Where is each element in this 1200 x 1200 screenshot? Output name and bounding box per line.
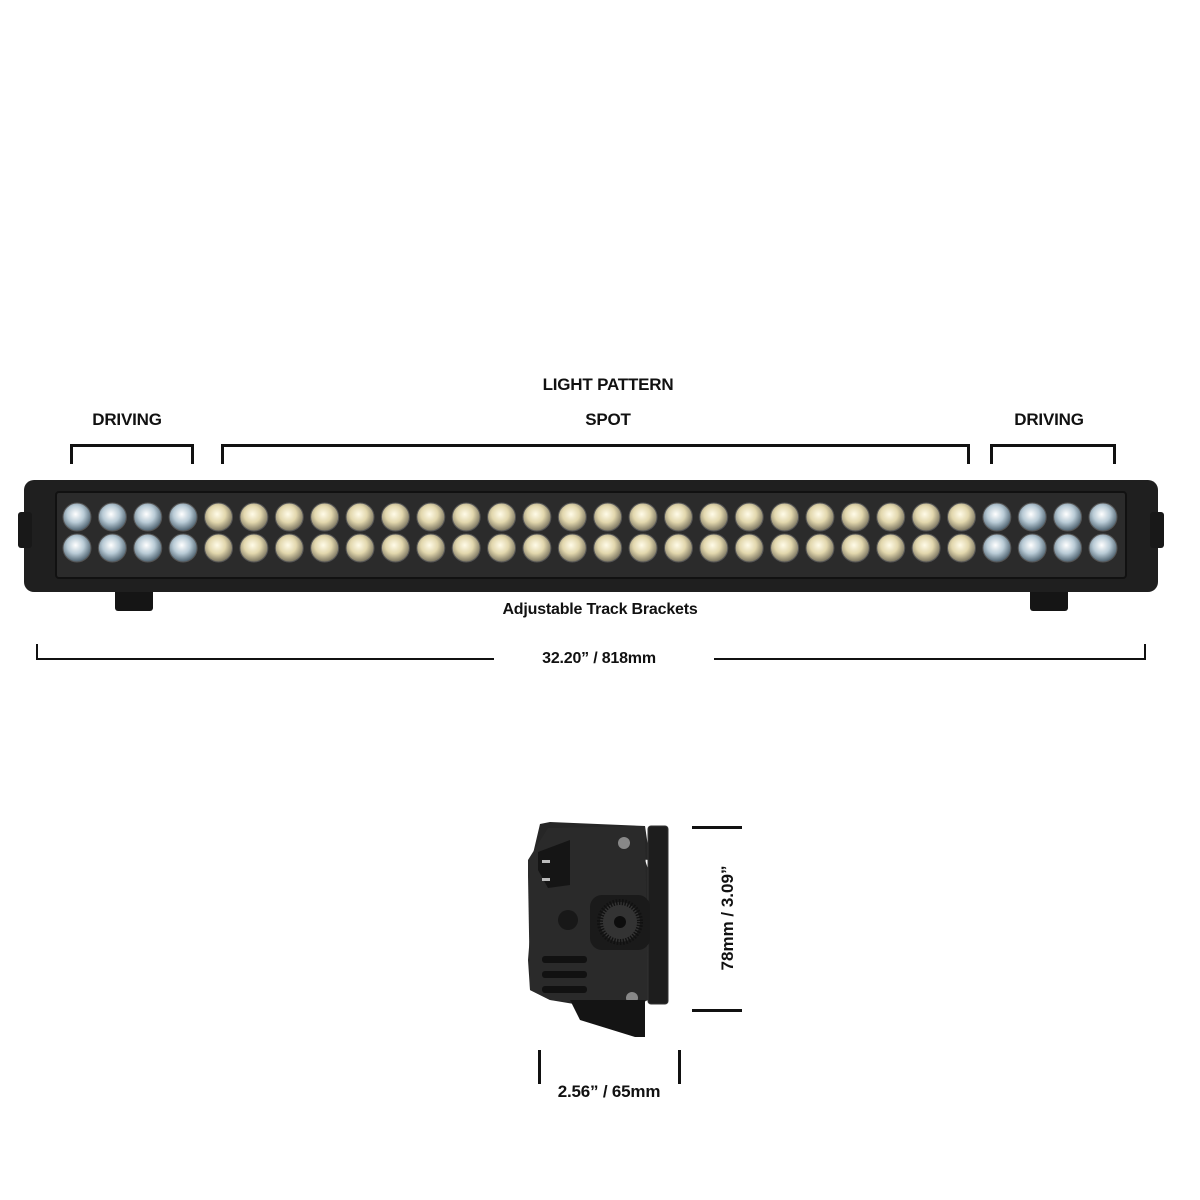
spot-led-lens [557, 533, 587, 563]
spot-led-lens [946, 502, 976, 532]
spot-led-lens [770, 533, 800, 563]
spot-led-lens [310, 533, 340, 563]
spot-led-lens [593, 502, 623, 532]
spot-led-lens [451, 502, 481, 532]
driving-led-lens [62, 502, 92, 532]
spot-led-lens [522, 533, 552, 563]
spot-led-lens [380, 533, 410, 563]
spot-led-lens [911, 502, 941, 532]
side-view-housing [528, 822, 669, 1037]
spot-led-lens [487, 502, 517, 532]
spot-led-lens [487, 533, 517, 563]
spot-led-lens [734, 502, 764, 532]
spot-led-lens [557, 502, 587, 532]
light-pattern-title: LIGHT PATTERN [542, 375, 674, 394]
spot-led-lens [274, 502, 304, 532]
spot-led-lens [310, 502, 340, 532]
spot-led-lens [628, 533, 658, 563]
spot-led-lens [274, 533, 304, 563]
spot-led-lens [805, 533, 835, 563]
spot-led-lens [345, 533, 375, 563]
driving-led-lens [133, 502, 163, 532]
spot-label: SPOT [585, 410, 631, 429]
brackets-label: Adjustable Track Brackets [502, 601, 698, 618]
driving-right-label: DRIVING [1014, 410, 1084, 429]
driving-led-lens [1017, 533, 1047, 563]
length-label: 32.20” / 818mm [542, 650, 656, 667]
spot-led-lens [699, 502, 729, 532]
driving-left-label: DRIVING [92, 410, 162, 429]
spot-led-lens [911, 533, 941, 563]
spot-led-lens [239, 533, 269, 563]
led-light-bar [18, 480, 1164, 611]
driving-led-lens [1053, 533, 1083, 563]
depth-label: 2.56” / 65mm [557, 1082, 661, 1101]
driving-led-lens [1017, 502, 1047, 532]
spot-led-lens [416, 502, 446, 532]
spot-led-lens [840, 533, 870, 563]
spot-led-lens [593, 533, 623, 563]
driving-led-lens [168, 533, 198, 563]
driving-led-lens [97, 502, 127, 532]
driving-led-lens [982, 502, 1012, 532]
driving-led-lens [62, 533, 92, 563]
spot-led-lens [805, 502, 835, 532]
spot-led-lens [663, 502, 693, 532]
spot-led-lens [699, 533, 729, 563]
driving-led-lens [133, 533, 163, 563]
driving-led-lens [1053, 502, 1083, 532]
spot-led-lens [239, 502, 269, 532]
driving-led-lens [1088, 502, 1118, 532]
spot-led-lens [204, 502, 234, 532]
driving-led-lens [982, 533, 1012, 563]
driving-led-lens [97, 533, 127, 563]
spot-led-lens [628, 502, 658, 532]
spot-led-lens [522, 502, 552, 532]
driving-led-lens [1088, 533, 1118, 563]
spot-led-lens [876, 533, 906, 563]
spot-led-lens [840, 502, 870, 532]
spot-led-lens [770, 502, 800, 532]
spot-led-lens [204, 533, 234, 563]
spot-led-lens [663, 533, 693, 563]
spot-led-lens [380, 502, 410, 532]
spot-led-lens [416, 533, 446, 563]
spot-led-lens [946, 533, 976, 563]
driving-led-lens [168, 502, 198, 532]
spot-led-lens [451, 533, 481, 563]
height-label: 78mm / 3.09” [718, 865, 737, 971]
spot-led-lens [734, 533, 764, 563]
spot-led-lens [345, 502, 375, 532]
spot-led-lens [876, 502, 906, 532]
